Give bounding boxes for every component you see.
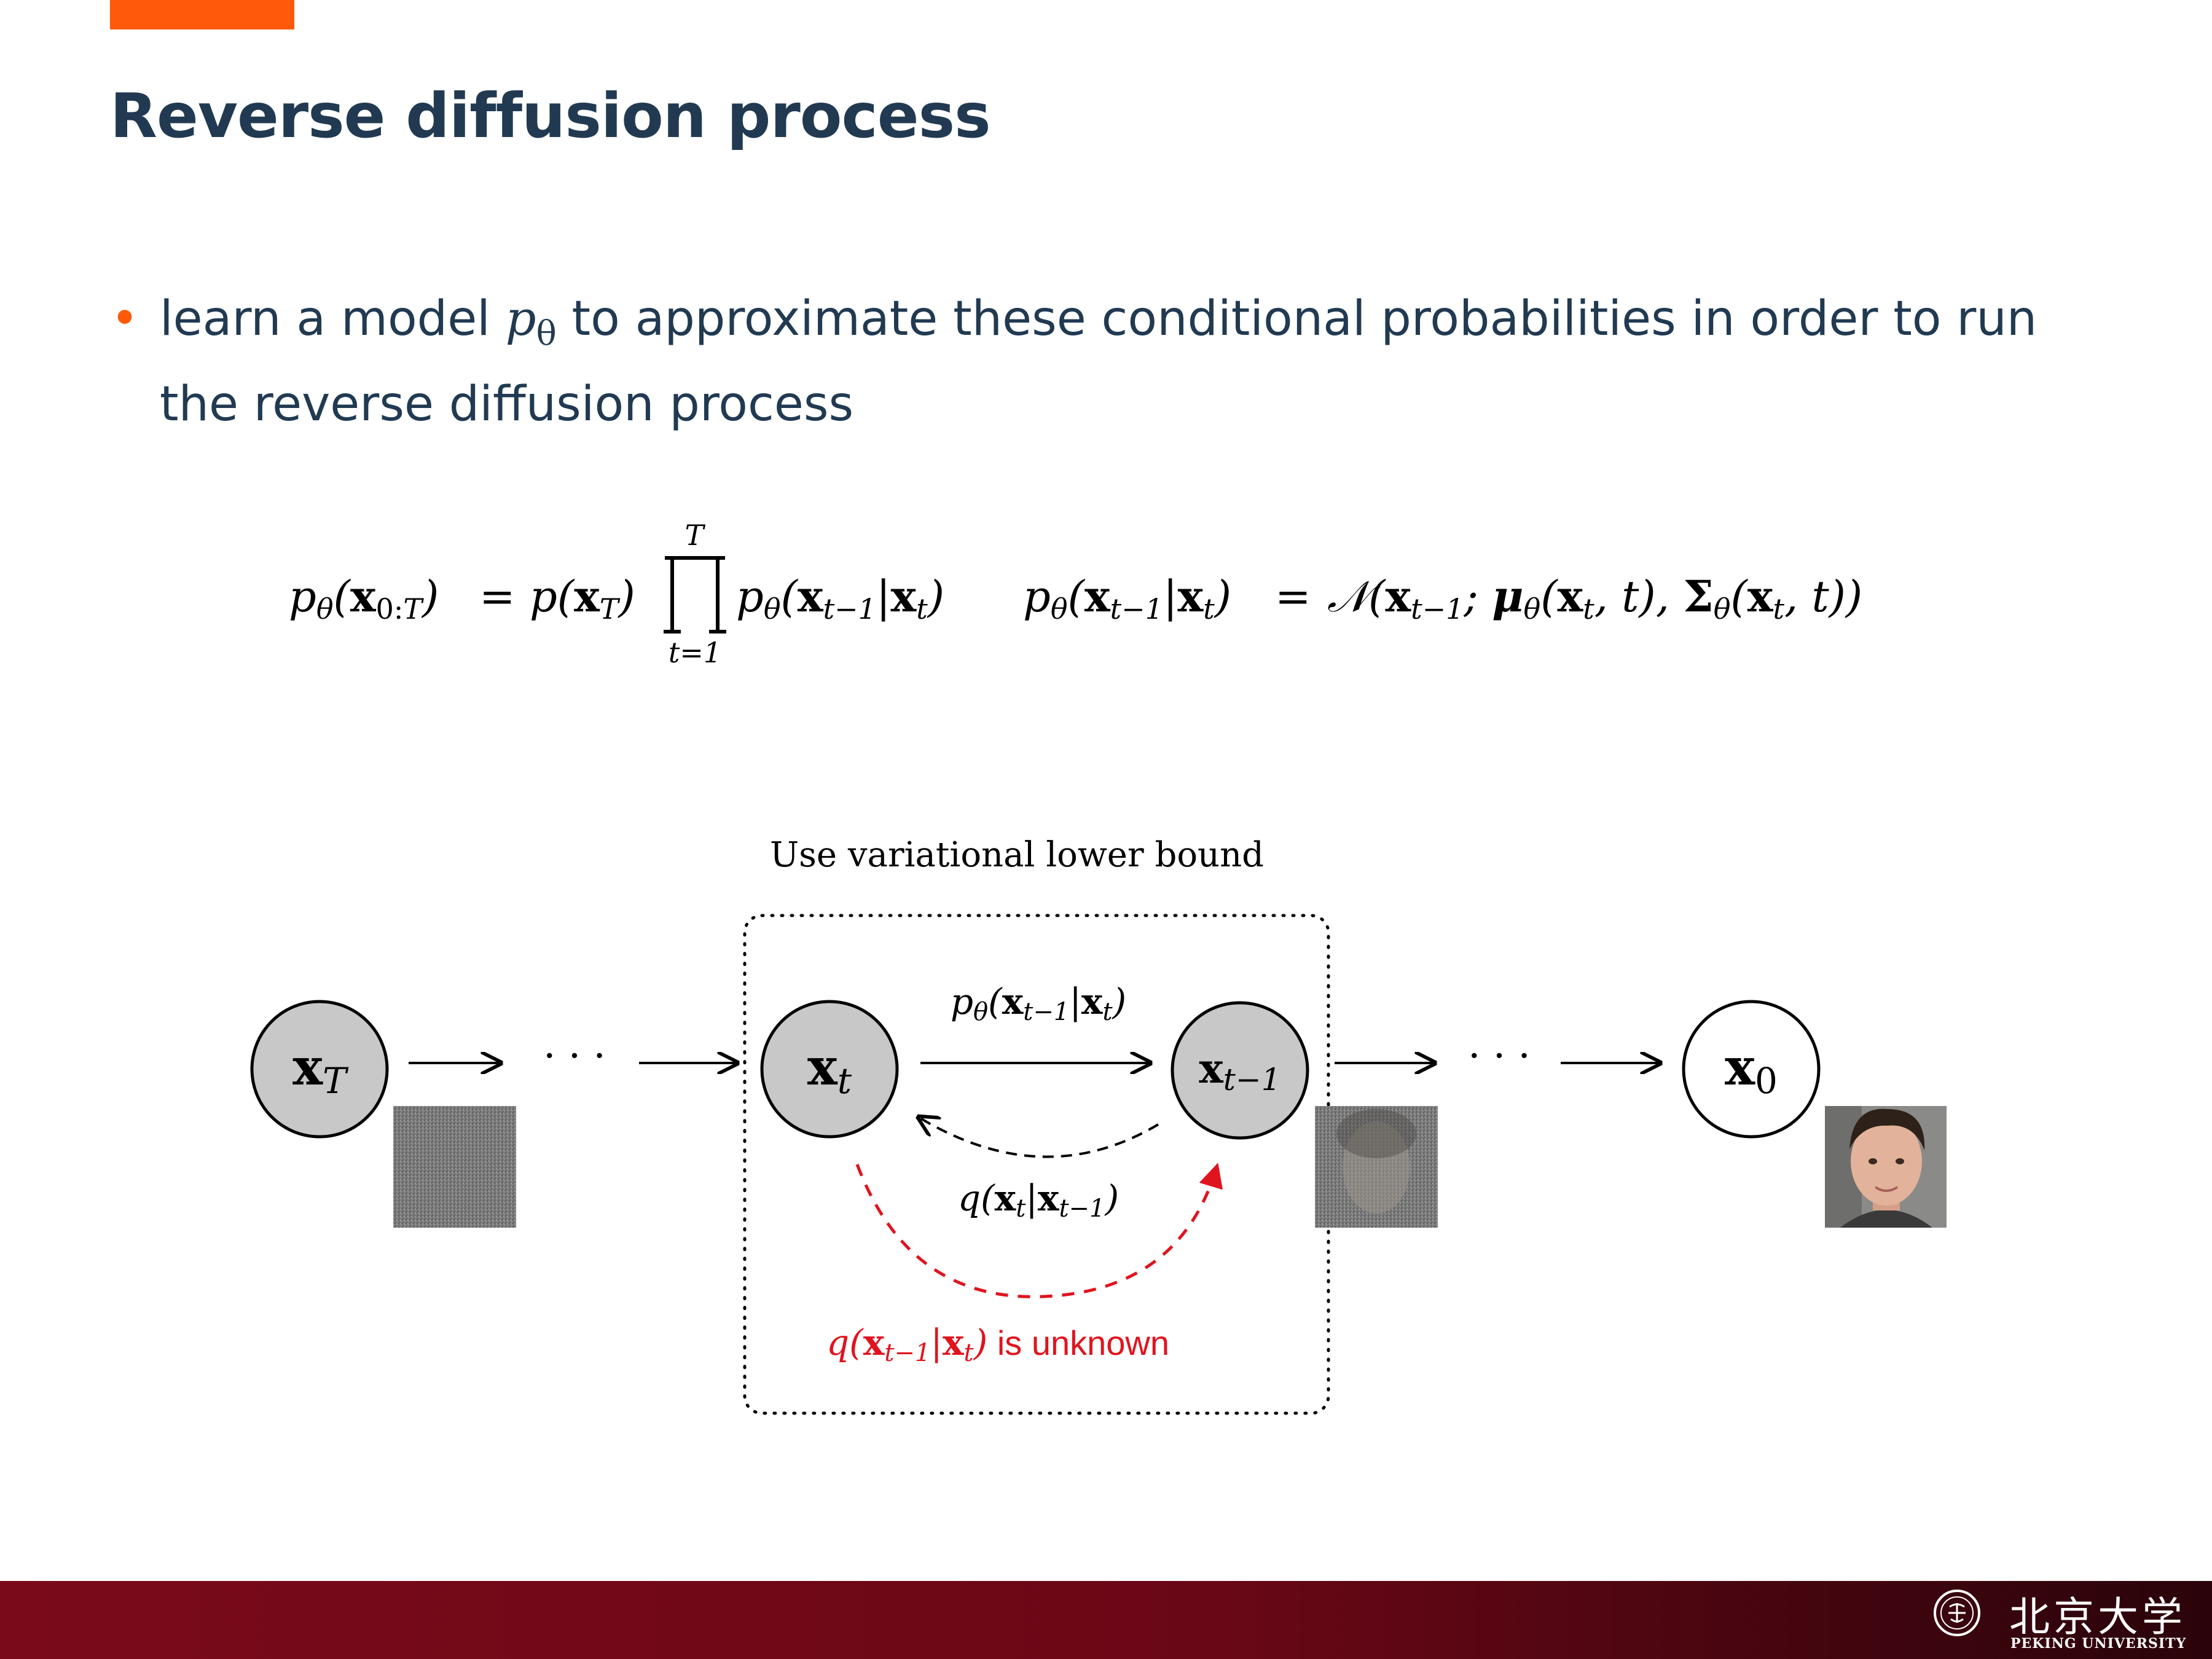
- node-xt: [760, 1000, 899, 1139]
- joint-lhs: pθ(x0:T): [289, 571, 439, 626]
- conditional-rhs: 𝒩(xt−1; μθ(xt, t), Σθ(xt, t)): [1327, 571, 1862, 626]
- bullet-dot-icon: •: [111, 291, 139, 347]
- node-x0: [1682, 1000, 1821, 1139]
- footer-bar: [0, 1581, 2212, 1659]
- joint-factor: pθ(xt−1|xt): [736, 571, 944, 626]
- forward-transition-arrow: [920, 1118, 1159, 1158]
- node-xT-label: xT: [292, 1038, 349, 1102]
- noise-image-xT: [393, 1106, 516, 1228]
- node-xT: [250, 1000, 389, 1139]
- unknown-transition-arrow: [855, 1163, 1223, 1298]
- bullet-prefix: learn a model: [160, 291, 506, 347]
- pku-seal-icon: [1934, 1590, 1980, 1636]
- reverse-transition-label: pθ(xt−1|xt): [951, 981, 1126, 1026]
- node-x0-label: x0: [1725, 1038, 1778, 1102]
- ellipsis-left: · · ·: [543, 1033, 606, 1079]
- product-upper-limit: T: [685, 519, 706, 552]
- conditional-lhs: pθ(xt−1|xt): [1023, 571, 1231, 626]
- equation-block: pθ(x0:T) = p(xT) T t=1 pθ(xt−1|xt) pθ(xt…: [289, 519, 1862, 669]
- university-name-english: PEKING UNIVERSITY: [2010, 1636, 2187, 1652]
- university-name-chinese: 北京大学: [2009, 1593, 2186, 1641]
- unknown-transition-label: q(xt−1|xt) is unknown: [826, 1322, 1169, 1367]
- bullet-text: learn a model pθ to approximate these co…: [160, 284, 2077, 440]
- conditional-distribution-equation: pθ(xt−1|xt) = 𝒩(xt−1; μθ(xt, t), Σθ(xt, …: [1023, 571, 1862, 626]
- bullet-item: • learn a model pθ to approximate these …: [111, 284, 2077, 440]
- accent-bar: [110, 0, 294, 29]
- ellipsis-right: · · ·: [1468, 1033, 1531, 1079]
- model-symbol: pθ: [505, 291, 557, 353]
- node-xt-minus-1: [1171, 1001, 1309, 1140]
- diffusion-diagram: Use variational lower bound xT · · · xt …: [250, 835, 1947, 1415]
- conditional-equals: =: [1275, 571, 1311, 622]
- clean-face-image: [1825, 1106, 1947, 1228]
- joint-equals: =: [479, 571, 516, 622]
- node-xt-label: xt: [807, 1038, 852, 1102]
- bullet-suffix: to approximate these conditional probabi…: [160, 291, 2037, 432]
- joint-prior: p(xT): [530, 571, 635, 626]
- product-lower-limit: t=1: [669, 636, 721, 669]
- joint-distribution-equation: pθ(x0:T) = p(xT) T t=1 pθ(xt−1|xt): [289, 519, 944, 669]
- noisy-face-image: [1315, 1106, 1438, 1228]
- node-xt-minus-1-label: xt−1: [1199, 1045, 1281, 1097]
- product-symbol-icon: [664, 556, 726, 633]
- slide-title: Reverse diffusion process: [110, 80, 991, 152]
- variational-bound-label: Use variational lower bound: [770, 835, 1264, 875]
- forward-transition-label: q(xt|xt−1): [958, 1177, 1119, 1223]
